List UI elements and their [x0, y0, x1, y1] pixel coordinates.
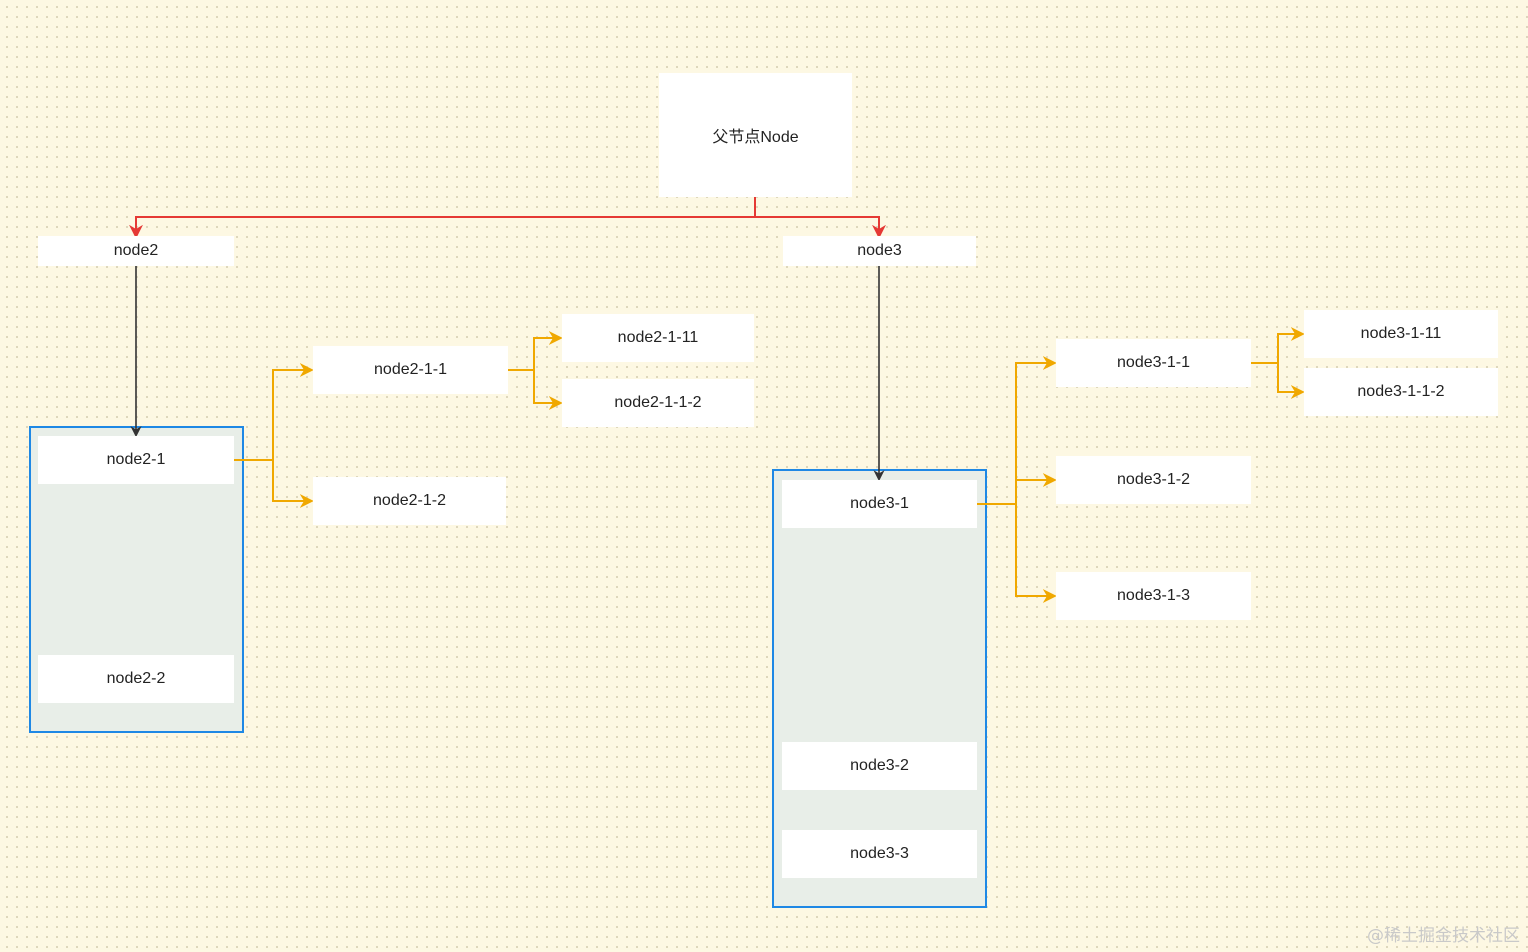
- edge-node2-1-node2-1-2: [272, 460, 314, 508]
- node-node3-1-1[interactable]: node3-1-1: [1056, 339, 1251, 387]
- edge-root-node3: [755, 216, 886, 239]
- edge-node3-1-node3-1-2: [1015, 473, 1057, 504]
- node-node2[interactable]: node2: [38, 236, 234, 266]
- node-node3-1-11[interactable]: node3-1-11: [1304, 310, 1498, 358]
- node-node3-1[interactable]: node3-1: [782, 480, 977, 528]
- node-node3[interactable]: node3: [783, 236, 976, 266]
- edge-root-node2: [129, 197, 756, 239]
- node-root[interactable]: 父节点Node: [659, 73, 852, 197]
- edge-node3-1-node3-1-1: [977, 356, 1057, 505]
- edge-node2-1-1-node2-1-1-2: [533, 370, 563, 410]
- node-node3-3[interactable]: node3-3: [782, 830, 977, 878]
- edge-node3-1-1-node3-1-11: [1251, 327, 1305, 364]
- node-node2-2[interactable]: node2-2: [38, 655, 234, 703]
- edge-node3-1-1-node3-1-1-2: [1277, 363, 1305, 399]
- watermark: @稀土掘金技术社区: [1367, 926, 1520, 946]
- node-node2-1-1-2[interactable]: node2-1-1-2: [562, 379, 754, 427]
- edge-node3-1-node3-1-3: [1015, 504, 1057, 603]
- node-node3-1-2[interactable]: node3-1-2: [1056, 456, 1251, 504]
- edge-node2-1-node2-1-1: [234, 363, 314, 461]
- node-node3-1-3[interactable]: node3-1-3: [1056, 572, 1251, 620]
- node-node2-1-1[interactable]: node2-1-1: [313, 346, 508, 394]
- node-node2-1-11[interactable]: node2-1-11: [562, 314, 754, 362]
- node-node2-1-2[interactable]: node2-1-2: [313, 477, 506, 525]
- node-node3-1-1-2[interactable]: node3-1-1-2: [1304, 368, 1498, 416]
- edge-node2-1-1-node2-1-11: [508, 331, 563, 371]
- node-node2-1[interactable]: node2-1: [38, 436, 234, 484]
- node-node3-2[interactable]: node3-2: [782, 742, 977, 790]
